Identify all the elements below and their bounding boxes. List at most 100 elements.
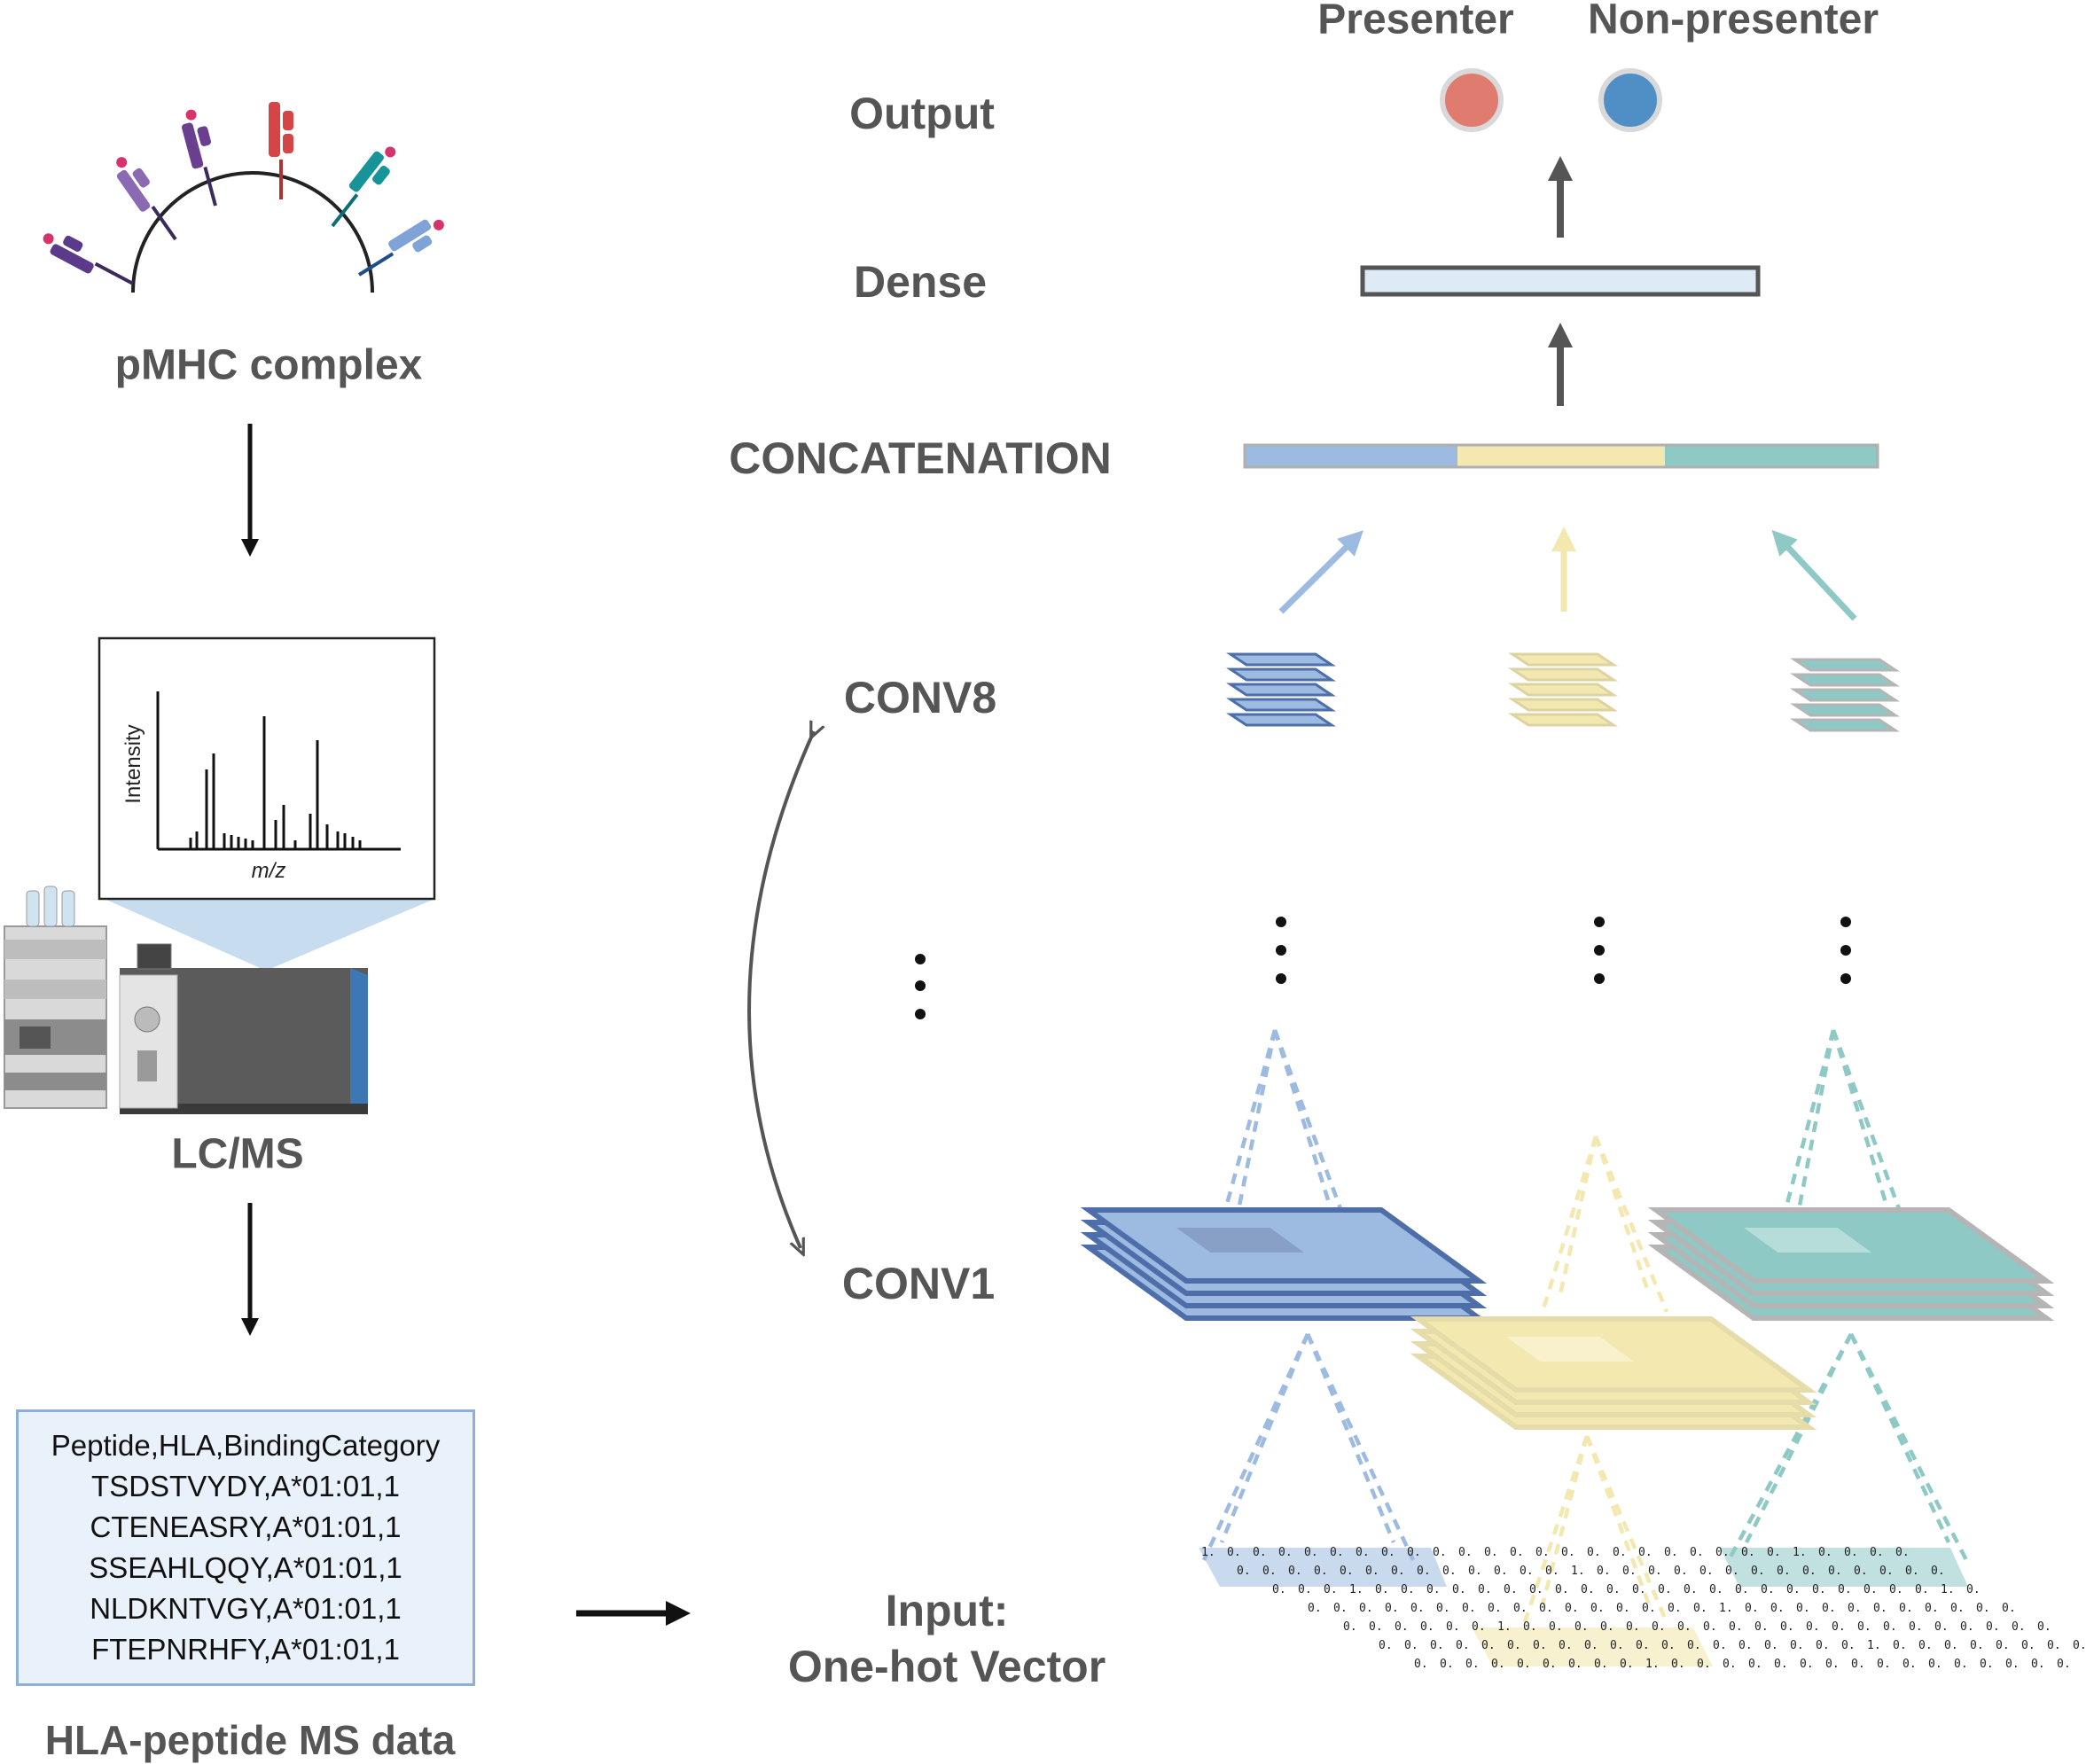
output-label: Output (849, 89, 995, 138)
one-hot-cell: 0. (1545, 1565, 1559, 1578)
one-hot-cell: 0. (1909, 1620, 1923, 1634)
one-hot-cell: 0. (1806, 1620, 1820, 1634)
one-hot-cell: 0. (1893, 1639, 1907, 1652)
one-hot-cell: 0. (1343, 1620, 1357, 1634)
one-hot-cell: 0. (1417, 1565, 1431, 1578)
one-hot-cell: 0. (1802, 1565, 1817, 1578)
one-hot-cell: 0. (1314, 1565, 1328, 1578)
one-hot-cell: 0. (1430, 1639, 1444, 1652)
one-hot-cell: 0. (1661, 1639, 1676, 1652)
one-hot-cell: 0. (1494, 1565, 1508, 1578)
one-hot-cell: 0. (1693, 1602, 1707, 1615)
one-hot-cell: 0. (1903, 1658, 1917, 1671)
one-hot-cell: 0. (1854, 1565, 1868, 1578)
one-hot-cell: 0. (1597, 1565, 1611, 1578)
one-hot-cell: 0. (1699, 1565, 1714, 1578)
one-hot-cell: 0. (1442, 1565, 1457, 1578)
one-hot-cell: 0. (1851, 1658, 1865, 1671)
conv8-layer (1508, 698, 1618, 712)
arrow-blue-to-concat (1278, 530, 1363, 614)
one-hot-cell: 0. (1610, 1639, 1624, 1652)
conv1-stack-yellow (1410, 1316, 1817, 1430)
one-hot-cell: 0. (1761, 1583, 1775, 1596)
one-hot-grid-icon: 1.0.0.0.0.0.0.0.0.0.0.0.0.0.0.0.0.0.0.0.… (1199, 1546, 2087, 1671)
one-hot-cell: 0. (1636, 1639, 1650, 1652)
one-hot-cell: 0. (1709, 1583, 1723, 1596)
non-presenter-output-node (1598, 68, 1662, 132)
one-hot-cell: 0. (1478, 1583, 1492, 1596)
input-label-line1: Input: (885, 1586, 1009, 1635)
one-hot-cell: 0. (1664, 1546, 1678, 1559)
one-hot-cell: 0. (1715, 1546, 1730, 1559)
one-hot-cell: 0. (1365, 1565, 1379, 1578)
one-hot-cell: 0. (1414, 1658, 1428, 1671)
mass-spectrum-icon (98, 636, 436, 901)
one-hot-cell: 0. (1780, 1620, 1794, 1634)
one-hot-cell: 0. (2037, 1620, 2051, 1634)
one-hot-cell: 1. (1201, 1546, 1215, 1559)
one-hot-cell: 0. (1915, 1583, 1929, 1596)
one-hot-cell: 0. (1529, 1583, 1543, 1596)
one-hot-cell: 0. (1272, 1583, 1286, 1596)
one-hot-cell: 0. (1825, 1658, 1840, 1671)
one-hot-cell: 0. (1581, 1583, 1595, 1596)
one-hot-cell: 0. (1658, 1583, 1672, 1596)
one-hot-cell: 0. (1838, 1583, 1852, 1596)
one-hot-cell: 0. (1976, 1602, 1990, 1615)
one-hot-cell: 0. (1359, 1602, 1373, 1615)
one-hot-cell: 0. (1751, 1565, 1765, 1578)
one-hot-cell: 0. (1931, 1565, 1945, 1578)
one-hot-cell: 0. (1729, 1620, 1743, 1634)
conv8-stack-blue (1226, 652, 1336, 727)
receptive-patch (1506, 1337, 1635, 1362)
pmhc-complex-label: pMHC complex (114, 341, 423, 389)
one-hot-cell: 0. (1407, 1546, 1421, 1559)
one-hot-cell: 0. (1725, 1565, 1739, 1578)
one-hot-cell: 0. (1774, 1658, 1788, 1671)
one-hot-cell: 0. (1561, 1546, 1575, 1559)
one-hot-cell: 0. (1980, 1658, 1994, 1671)
one-hot-cell: 0. (1642, 1602, 1656, 1615)
presenter-output-node (1440, 68, 1504, 132)
one-hot-cell: 0. (1703, 1620, 1717, 1634)
one-hot-cell: 0. (1385, 1602, 1399, 1615)
one-hot-cell: 0. (1590, 1602, 1605, 1615)
conv8-layer (1226, 652, 1336, 667)
one-hot-cell: 0. (1304, 1546, 1318, 1559)
one-hot-cell: 0. (1404, 1639, 1418, 1652)
one-hot-cell: 0. (1928, 1658, 1942, 1671)
one-hot-cell: 0. (1340, 1565, 1354, 1578)
one-hot-cell: 0. (1452, 1583, 1466, 1596)
one-hot-cell: 0. (1324, 1583, 1338, 1596)
one-hot-cell: 0. (1504, 1583, 1518, 1596)
one-hot-cell: 0. (1523, 1620, 1537, 1634)
spectrum-y-label: Intensity (121, 724, 145, 803)
one-hot-cell: 0. (1770, 1602, 1785, 1615)
one-hot-cell: 1. (1645, 1658, 1660, 1671)
conv8-layer (1790, 718, 1900, 732)
conv1-stack-blue (1080, 1207, 1488, 1321)
one-hot-cell: 0. (1379, 1639, 1393, 1652)
one-hot-cell: 0. (1873, 1602, 1887, 1615)
one-hot-cell: 0. (1253, 1546, 1267, 1559)
one-hot-cell: 0. (1738, 1639, 1753, 1652)
one-hot-cell: 0. (1410, 1602, 1425, 1615)
one-hot-cell: 0. (1800, 1658, 1814, 1671)
one-hot-cell: 0. (1395, 1620, 1409, 1634)
one-hot-cell: 0. (1638, 1546, 1653, 1559)
one-hot-cell: 1. (1497, 1620, 1512, 1634)
one-hot-cell: 0. (1864, 1583, 1878, 1596)
csv-row: TSDSTVYDY,A*01:01,1 (91, 1470, 400, 1503)
ellipsis-dots (915, 917, 1851, 1019)
one-hot-cell: 0. (2012, 1620, 2026, 1634)
one-hot-cell: 0. (1468, 1565, 1482, 1578)
one-hot-cell: 0. (1764, 1639, 1778, 1652)
one-hot-cell: 0. (1960, 1620, 1974, 1634)
one-hot-cell: 0. (1786, 1583, 1801, 1596)
one-hot-cell: 0. (1237, 1565, 1251, 1578)
one-hot-cell: 0. (1472, 1620, 1486, 1634)
one-hot-cell: 0. (1622, 1565, 1637, 1578)
one-hot-cell: 0. (1278, 1546, 1293, 1559)
one-hot-cell: 0. (1433, 1546, 1447, 1559)
one-hot-cell: 0. (1510, 1546, 1524, 1559)
